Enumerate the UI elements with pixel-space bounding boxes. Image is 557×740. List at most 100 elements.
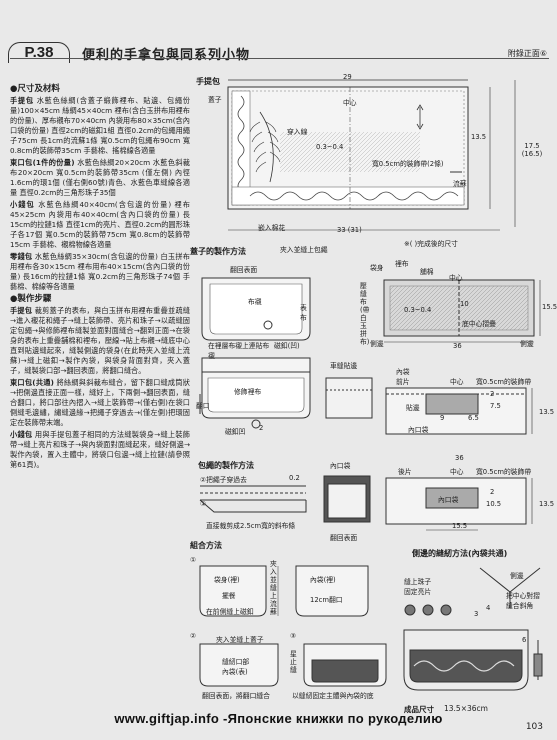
tube-note: 直接裁剪成2.5cm寬的斜布條 <box>206 522 296 530</box>
inner-facing: 貼邊 <box>406 404 420 412</box>
step-item-text: 將絲綢與斜裁布縫合，留下翻口縫成筒狀→把側邊直接正面一樣，縫好上，下兩側→翻回表… <box>10 378 190 427</box>
materials-heading: ●尺寸及材料 <box>10 84 60 94</box>
side-side-label: 側邊 <box>510 572 524 580</box>
main-piping: 嵌入棉花 <box>258 224 286 232</box>
back-dim-2: 2 <box>490 488 495 496</box>
inner-pocket: 內口袋 <box>408 426 429 434</box>
side-heading: 側邊的縫紉方法(內袋共通) <box>412 549 508 558</box>
main-height-inner: 13.5 <box>471 133 487 141</box>
step-item: 小錢包 用與手提包蓋子相同的方法縫製袋身→縫上裝飾帶→縫上亮片和珠子→與內袋面對… <box>10 430 190 470</box>
flap-surface: 表布 <box>300 304 307 322</box>
inner-dim-2: 2 <box>490 390 495 398</box>
step-item: 東口包(共通) 將絲綢與斜裁布縫合，留下翻口縫成筒狀→把側邊直接正面一樣，縫好上… <box>10 378 190 428</box>
back-dim-155: 15.5 <box>452 522 468 530</box>
back-dim-135: 13.5 <box>539 500 555 508</box>
back-dim-105: 10.5 <box>486 500 502 508</box>
main-height-outer: 17.5 (16.5) <box>521 142 543 158</box>
flap-cover-cloth: 布襯 <box>248 298 262 306</box>
main-diagram-heading: 手提包 <box>196 77 220 86</box>
main-tassel: 流蘇 <box>453 180 467 188</box>
side-bead: 縫上珠子 <box>404 578 432 586</box>
main-bag-diagram <box>227 79 516 231</box>
main-trim-tape: 寬0.5cm的裝飾帶(2條) <box>372 160 444 168</box>
inner-center-label: 中心 <box>450 378 464 386</box>
assembly-clip-flap: 夾入並縫上蓋子 <box>216 636 264 644</box>
front-piece-label: 前片 <box>396 378 410 386</box>
flap-turn-opening: 翻回表面 <box>230 266 258 274</box>
inner-bag-label: 內袋 <box>396 368 410 376</box>
assembly-step2-diagram <box>199 643 279 687</box>
side-fold: 把中心對摺 <box>506 592 540 600</box>
side-sequin: 固定亮片 <box>404 588 432 596</box>
materials-item-text: 水藍色絲綢20×20cm 水藍色斜裁布20×20cm 寬0.5cm的裝飾帶35c… <box>10 158 190 197</box>
apply-tape-label: 車縫貼邊 <box>330 362 358 370</box>
materials-item-text: 水藍色絲綢35×30cm(含包邊的份量) 白玉拼布用裡布各30×15cm 裡布用… <box>10 252 190 291</box>
body-bottom-center: 底中心摺疊 <box>462 320 496 328</box>
tape-strip-diagram <box>325 377 373 419</box>
main-offset: 0.3~0.4 <box>316 143 344 151</box>
appendix-label: 附錄正面⑥ <box>507 49 547 58</box>
main-note: ※( )完成後的尺寸 <box>404 240 458 248</box>
back-piece-diagram <box>385 477 533 531</box>
flap-lining: 在裡層布襯上連貼布襯 <box>208 342 270 360</box>
assembly-seam-mouth: 縫紉口部 <box>222 658 250 666</box>
assembly-step3-diagram <box>303 643 387 687</box>
finished-clutch-diagram <box>403 629 543 691</box>
inner-dim-9: 9 <box>440 414 445 422</box>
inner-trim-tape: 寬0.5cm的裝飾帶 <box>476 378 532 386</box>
flap-return-hole: 翻口 <box>196 402 210 410</box>
step-item-text: 裁剪蓋子的表布，與白玉拼布用裡布重疊並疏縫→進入襯花和繩子→縫上裝飾帶、亮片和珠… <box>10 306 190 375</box>
body-dim-36: 36 <box>453 342 462 350</box>
footer-site: www.giftjap.info -Японские книжки по рук… <box>114 711 443 726</box>
body-side-lining: 壓縫布(帶白玉拼布) <box>360 282 370 346</box>
tube-diagram <box>199 485 307 513</box>
steps-heading: ●製作步驟 <box>10 294 52 304</box>
assembly-step2: ② <box>190 632 197 640</box>
flap-magnet: 磁釦(凹) <box>274 342 300 350</box>
materials-item-text: 水藍色絲綢40×40cm(含包邊的份量) 裡布45×25cm 內袋用布40×40… <box>10 200 190 249</box>
flap-magnet-2: 磁釦凹 <box>225 428 246 436</box>
assembly-step1: ① <box>190 556 197 564</box>
materials-item: 東口包(1件的份量) 水藍色絲綢20×20cm 水藍色斜裁布20×20cm 寬0… <box>10 158 190 198</box>
tube-step: ① <box>200 500 207 508</box>
assembly-hold-inside: 以縫紉固定主體與內袋的底 <box>292 692 374 700</box>
step-item-name: 手提包 <box>10 306 33 315</box>
side-beads-diagram <box>404 604 452 616</box>
main-width-top: 29 <box>343 73 352 81</box>
body-side: 側邊 <box>370 340 384 348</box>
materials-item: 小錢包 水藍色絲綢40×40cm(含包邊的份量) 裡布45×25cm 內袋用布4… <box>10 200 190 250</box>
inner-dim-75: 7.5 <box>490 402 501 410</box>
instructions-column: ●尺寸及材料 手提包 水藍色絲綢(含蓋子緞飾裡布、貼邊、包繩份量)100×45c… <box>10 82 190 472</box>
back-turn-label: 翻回表面 <box>330 534 358 542</box>
main-center-label: 中心 <box>343 99 357 107</box>
step-item-name: 東口包(共通) <box>10 378 54 387</box>
header-divider <box>10 58 549 59</box>
side-corner-diagram <box>479 567 541 608</box>
materials-item-name: 東口包(1件的份量) <box>10 158 75 167</box>
page-title: 便利的手拿包與同系列小物 <box>82 48 251 63</box>
side-dim-6: 6 <box>522 636 527 644</box>
flap-quilted-diagram <box>199 371 311 429</box>
assembly-heading: 組合方法 <box>190 541 222 550</box>
page-number: 103 <box>525 722 543 732</box>
inner-front-diagram <box>385 387 533 435</box>
tube-heading: 包繩的製作方法 <box>198 461 254 470</box>
step-item-text: 用與手提包蓋子相同的方法縫製袋身→縫上裝飾帶→縫上亮片和珠子→與內袋面對面縫起來… <box>10 430 190 469</box>
main-width-bottom: 33 (31) <box>337 226 362 234</box>
back-inner-pocket: 內口袋 <box>438 496 459 504</box>
assembly-stitch-mouth: 星止縫 <box>290 650 297 674</box>
assembly-step1-diagram <box>199 565 369 617</box>
tube-fold: ②把繩子穿過去 <box>200 476 247 484</box>
finished-size: 13.5×36cm <box>444 704 488 713</box>
flap-quilted: 修飾裡布 <box>234 388 262 396</box>
body-diagram <box>383 279 541 343</box>
assembly-fix-hook: 在前側縫上磁釦 <box>206 608 254 616</box>
assembly-clip-tassel: 夾入並縫上流蘇 <box>270 560 277 616</box>
assembly-quilt-row: 擺餐 <box>222 592 236 600</box>
flap-clip-border: 夾入並縫上包繩 <box>280 246 328 254</box>
body-side-right: 側邊 <box>520 340 534 348</box>
side-push: 縫合斜角 <box>506 602 534 610</box>
assembly-inner-bag: 內袋(裡) <box>310 576 336 584</box>
flap-num: 2 <box>259 424 264 432</box>
